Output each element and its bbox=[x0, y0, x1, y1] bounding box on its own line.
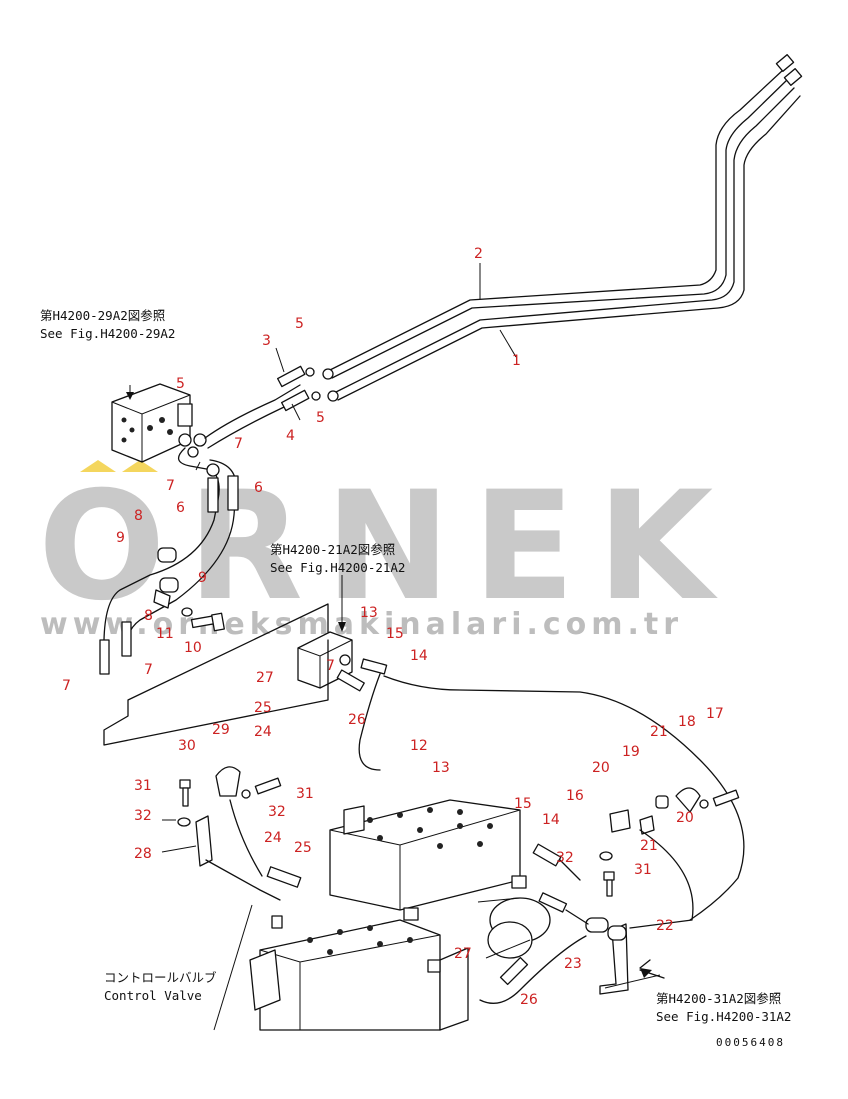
callout-12: 12 bbox=[410, 738, 428, 754]
callout-10: 10 bbox=[184, 640, 202, 656]
control-valve-label-jp: コントロールバルブ bbox=[104, 970, 217, 985]
ref-21a2-en: See Fig.H4200-21A2 bbox=[270, 560, 405, 575]
callout-21: 21 bbox=[640, 838, 658, 854]
control-valve bbox=[249, 799, 551, 1031]
callout-5: 5 bbox=[295, 316, 304, 332]
callout-22: 22 bbox=[656, 918, 674, 934]
callout-24: 24 bbox=[254, 724, 272, 740]
ref-21a2-jp: 第H4200-21A2図参照 bbox=[270, 542, 395, 557]
callout-5: 5 bbox=[316, 410, 325, 426]
ref-29a2-jp: 第H4200-29A2図参照 bbox=[40, 308, 165, 323]
ref-31a2-en: See Fig.H4200-31A2 bbox=[656, 1009, 791, 1024]
callout-26: 26 bbox=[348, 712, 366, 728]
callout-25: 25 bbox=[294, 840, 312, 856]
callout-26: 26 bbox=[520, 992, 538, 1008]
callout-4: 4 bbox=[286, 428, 295, 444]
upper-valve-block bbox=[111, 383, 207, 463]
tube-assembly bbox=[322, 54, 803, 402]
callout-32: 32 bbox=[134, 808, 152, 824]
control-valve-label-en: Control Valve bbox=[104, 988, 202, 1003]
watermark: ORNEK www.orneksmakinalari.com.tr bbox=[38, 460, 735, 642]
left-bracket-group bbox=[177, 766, 302, 929]
callout-7: 7 bbox=[62, 678, 71, 694]
callout-6: 6 bbox=[176, 500, 185, 516]
callout-19: 19 bbox=[622, 744, 640, 760]
callout-13: 13 bbox=[432, 760, 450, 776]
callout-15: 15 bbox=[386, 626, 404, 642]
callout-1: 1 bbox=[512, 353, 521, 369]
callout-17: 17 bbox=[706, 706, 724, 722]
callout-9: 9 bbox=[116, 530, 125, 546]
watermark-brand: ORNEK bbox=[38, 460, 735, 634]
callout-8: 8 bbox=[134, 508, 143, 524]
callout-27: 27 bbox=[454, 946, 472, 962]
watermark-url: www.orneksmakinalari.com.tr bbox=[40, 607, 683, 642]
callout-24: 24 bbox=[264, 830, 282, 846]
callout-23: 23 bbox=[564, 956, 582, 972]
clamp-group bbox=[153, 547, 225, 632]
callout-7: 7 bbox=[326, 658, 335, 674]
callout-21: 21 bbox=[650, 724, 668, 740]
callout-7: 7 bbox=[166, 478, 175, 494]
callout-6: 6 bbox=[254, 480, 263, 496]
callout-2: 2 bbox=[474, 246, 483, 262]
callout-16: 16 bbox=[566, 788, 584, 804]
watermark-accent-icon bbox=[122, 460, 158, 472]
middle-valve bbox=[103, 603, 745, 921]
callout-31: 31 bbox=[134, 778, 152, 794]
callout-31: 31 bbox=[296, 786, 314, 802]
ref-29a2-en: See Fig.H4200-29A2 bbox=[40, 326, 175, 341]
callout-7: 7 bbox=[234, 436, 243, 452]
hoses-upper bbox=[99, 365, 321, 675]
callout-20: 20 bbox=[592, 760, 610, 776]
callout-18: 18 bbox=[678, 714, 696, 730]
ref-31a2-jp: 第H4200-31A2図参照 bbox=[656, 991, 781, 1006]
callout-15: 15 bbox=[514, 796, 532, 812]
callout-8: 8 bbox=[144, 608, 153, 624]
callout-32: 32 bbox=[556, 850, 574, 866]
leader-lines bbox=[126, 263, 661, 1031]
callout-25: 25 bbox=[254, 700, 272, 716]
callout-28: 28 bbox=[134, 846, 152, 862]
callout-31: 31 bbox=[634, 862, 652, 878]
callout-27: 27 bbox=[256, 670, 274, 686]
callout-3: 3 bbox=[262, 333, 271, 349]
callout-32: 32 bbox=[268, 804, 286, 820]
callout-13: 13 bbox=[360, 605, 378, 621]
callout-14: 14 bbox=[410, 648, 428, 664]
callout-11: 11 bbox=[156, 626, 174, 642]
callout-7: 7 bbox=[144, 662, 153, 678]
watermark-accent-icon bbox=[80, 460, 116, 472]
callout-numbers: 1 2 3 4 5 5 5 6 6 7 7 7 7 7 8 8 9 9 10 1… bbox=[62, 246, 724, 1008]
callout-14: 14 bbox=[542, 812, 560, 828]
callout-9: 9 bbox=[198, 570, 207, 586]
reference-labels: 第H4200-29A2図参照 See Fig.H4200-29A2 第H4200… bbox=[40, 308, 791, 1049]
callout-29: 29 bbox=[212, 722, 230, 738]
part-number: 00056408 bbox=[716, 1036, 785, 1049]
callout-20: 20 bbox=[676, 810, 694, 826]
callout-5: 5 bbox=[176, 376, 185, 392]
callout-30: 30 bbox=[178, 738, 196, 754]
